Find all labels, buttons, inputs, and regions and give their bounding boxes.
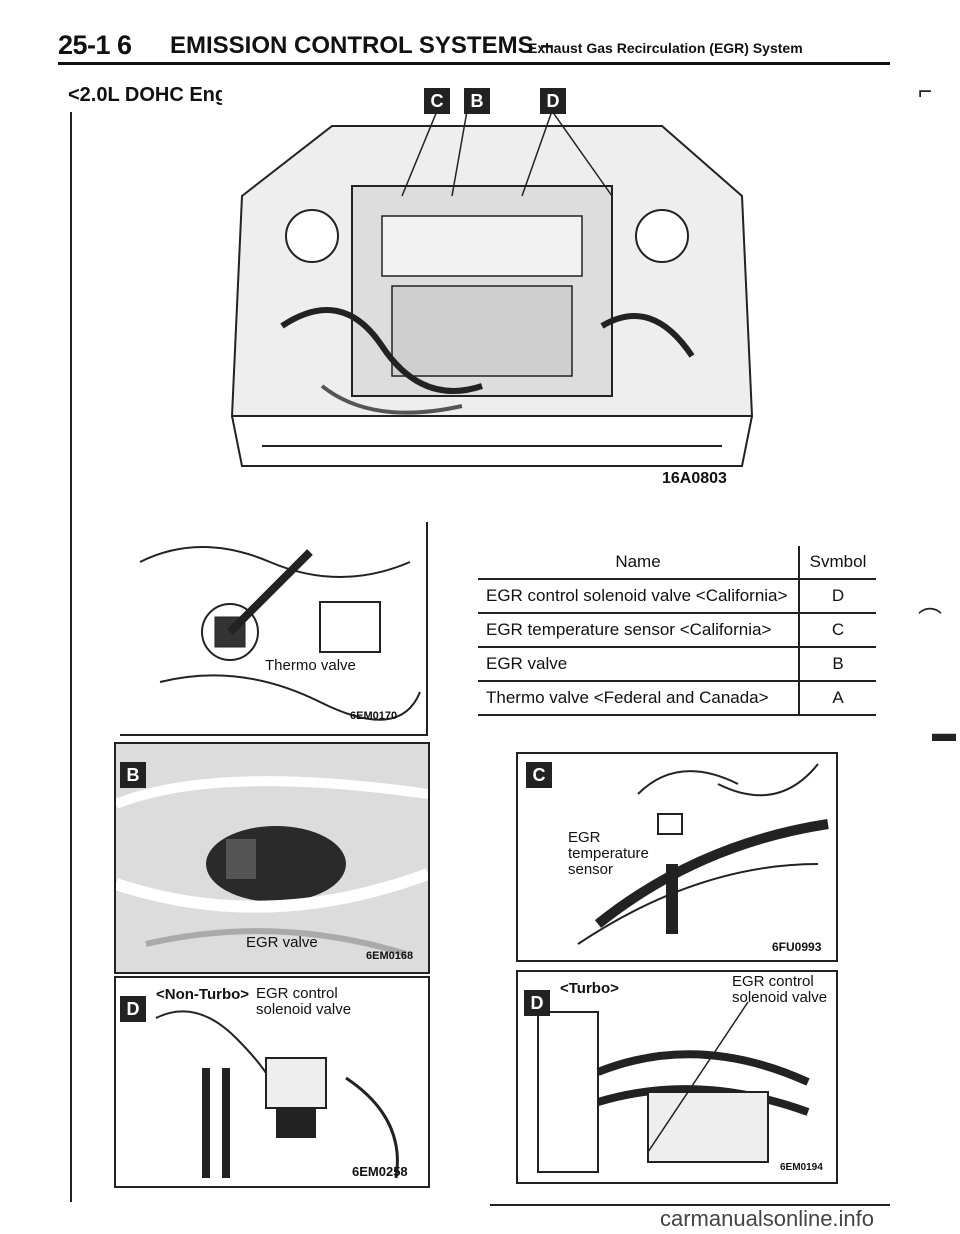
legend-row: Thermo valve <Federal and Canada> A [478, 681, 876, 716]
legend-row-symbol: A [799, 681, 876, 716]
page-header: 25-1 6 EMISSION CONTROL SYSTEMS – Exhaus… [58, 30, 888, 66]
egr-temperature-sensor-code: 6FU0993 [772, 940, 822, 954]
callout-line: sensor [568, 861, 614, 878]
watermark: carmanualsonline.info [660, 1206, 875, 1231]
callout-line: temperature [568, 845, 649, 862]
callout-line: EGR [568, 829, 601, 846]
legend-row: EGR temperature sensor <California> C [478, 613, 876, 648]
thermo-valve-drawing [120, 522, 426, 734]
legend-row-name: Thermo valve <Federal and Canada> [478, 681, 800, 716]
panel-tag-b: B [120, 762, 146, 788]
engine-label: <2.0L DOHC Engine> [68, 84, 268, 106]
section-title: EMISSION CONTROL SYSTEMS – [170, 32, 554, 59]
margin-mark: ⌐ [918, 78, 933, 105]
component-legend: Name Svmbol EGR control solenoid valve <… [478, 546, 876, 716]
egr-valve-code: 6EM0168 [366, 950, 414, 962]
thermo-valve-callout: Thermo valve [265, 657, 356, 674]
legend-row-name: EGR valve [478, 647, 800, 682]
callout-line: solenoid valve [732, 989, 828, 1006]
turbo-solenoid-code: 6EM0194 [780, 1162, 823, 1173]
legend-row-symbol: D [799, 579, 876, 614]
egr-solenoid-nonturbo-drawing [116, 978, 428, 1186]
callout-line: solenoid valve [256, 1001, 352, 1018]
egr-temperature-sensor-callout: EGR temperature sensor [568, 830, 649, 878]
engine-bay-drawing [222, 86, 762, 490]
legend-header-name: Name [478, 546, 800, 580]
legend-row-symbol: C [799, 613, 876, 648]
legend-row: EGR valve B [478, 647, 876, 682]
egr-valve-photo [116, 744, 428, 972]
panel-tag-d: D [120, 996, 146, 1022]
legend-header-row: Name Svmbol [478, 546, 876, 580]
nonturbo-solenoid-code: 6EM0258 [352, 1164, 408, 1179]
legend-header-symbol: Svmbol [799, 546, 876, 580]
egr-temperature-sensor-panel: C EGR temperature sensor 6FU0993 [516, 752, 838, 962]
egr-valve-callout: EGR valve [246, 934, 318, 951]
figure-tag-b: B [464, 88, 490, 114]
nonturbo-solenoid-callout: EGR control solenoid valve [256, 986, 351, 1018]
legend-row-name: EGR temperature sensor <California> [478, 613, 800, 648]
callout-line: EGR control [732, 973, 814, 990]
page-number: 25-1 6 [58, 30, 132, 60]
figure-code: 16A0803 [662, 470, 727, 487]
egr-temperature-sensor-drawing [518, 754, 836, 960]
engine-bay-illustration: C B D 16A0803 [222, 86, 762, 490]
thermo-valve-panel: Thermo valve 6EM0170 [120, 522, 428, 736]
legend-table: Name Svmbol EGR control solenoid valve <… [478, 546, 876, 716]
margin-mark: ▬ [932, 720, 956, 747]
figure-tag-d: D [540, 88, 566, 114]
turbo-solenoid-callout: EGR control solenoid valve [732, 974, 827, 1006]
panel-tag-c: C [526, 762, 552, 788]
egr-solenoid-turbo-drawing [518, 972, 836, 1182]
legend-row-name: EGR control solenoid valve <California> [478, 579, 800, 614]
footer-rule [490, 1204, 890, 1206]
nonturbo-variant-label: <Non-Turbo> [156, 986, 250, 1003]
header-rule [58, 62, 890, 65]
turbo-variant-label: <Turbo> [560, 980, 619, 997]
legend-row-symbol: B [799, 647, 876, 682]
legend-row: EGR control solenoid valve <California> … [478, 579, 876, 614]
callout-line: EGR control [256, 985, 338, 1002]
egr-valve-panel: B EGR valve 6EM0168 [114, 742, 430, 974]
section-subtitle: Exhaust Gas Recirculation (EGR) System [528, 40, 803, 56]
margin-mark: ⌒ [918, 607, 942, 634]
left-margin-rule [70, 112, 72, 1202]
panel-tag-d: D [524, 990, 550, 1016]
egr-solenoid-turbo-panel: D <Turbo> EGR control solenoid valve 6EM… [516, 970, 838, 1184]
thermo-valve-code: 6EM0170 [350, 710, 398, 722]
figure-tag-c: C [424, 88, 450, 114]
egr-solenoid-nonturbo-panel: D <Non-Turbo> EGR control solenoid valve… [114, 976, 430, 1188]
